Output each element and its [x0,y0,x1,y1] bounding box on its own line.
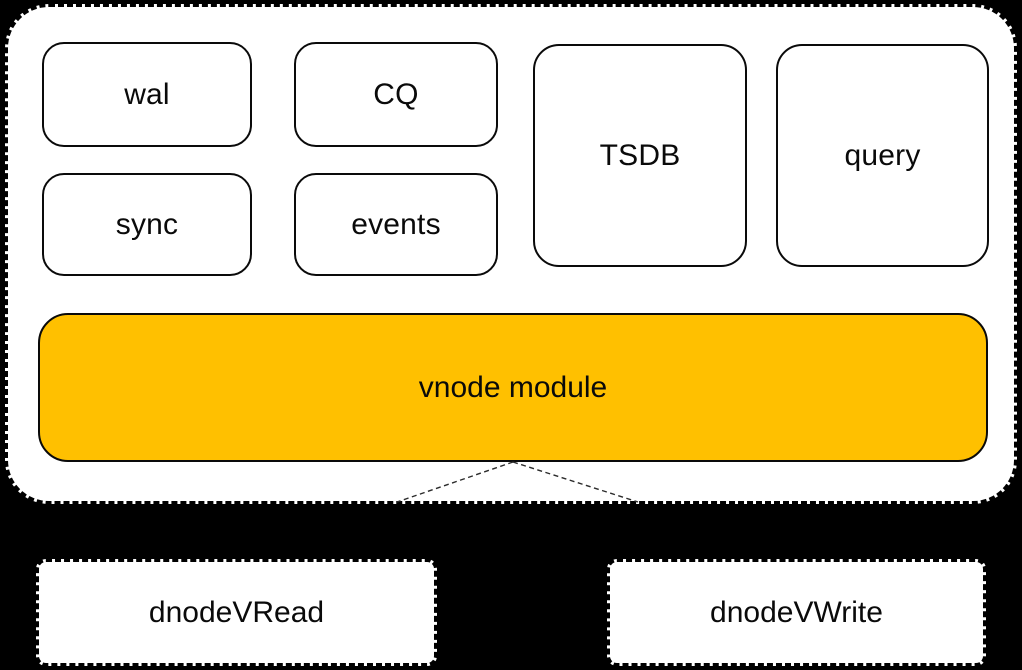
module-label-wal: wal [124,77,170,111]
vnode-module-label: vnode module [418,370,608,404]
module-box-query: query [776,44,989,267]
endpoint-box-dnode-vwrite: dnodeVWrite [607,559,986,666]
module-label-sync: sync [115,207,179,241]
endpoint-label-dnode-vread: dnodeVRead [148,595,325,629]
endpoint-box-dnode-vread: dnodeVRead [36,559,437,666]
module-label-query: query [844,138,921,172]
endpoint-label-dnode-vwrite: dnodeVWrite [710,595,883,629]
module-box-wal: wal [42,42,252,147]
module-label-cq: CQ [373,77,419,111]
vnode-module-bar: vnode module [38,313,988,462]
module-label-tsdb: TSDB [599,138,681,172]
module-label-events: events [351,207,441,241]
module-box-sync: sync [42,173,252,276]
module-box-events: events [294,173,498,276]
module-box-cq: CQ [294,42,498,147]
module-box-tsdb: TSDB [533,44,747,267]
